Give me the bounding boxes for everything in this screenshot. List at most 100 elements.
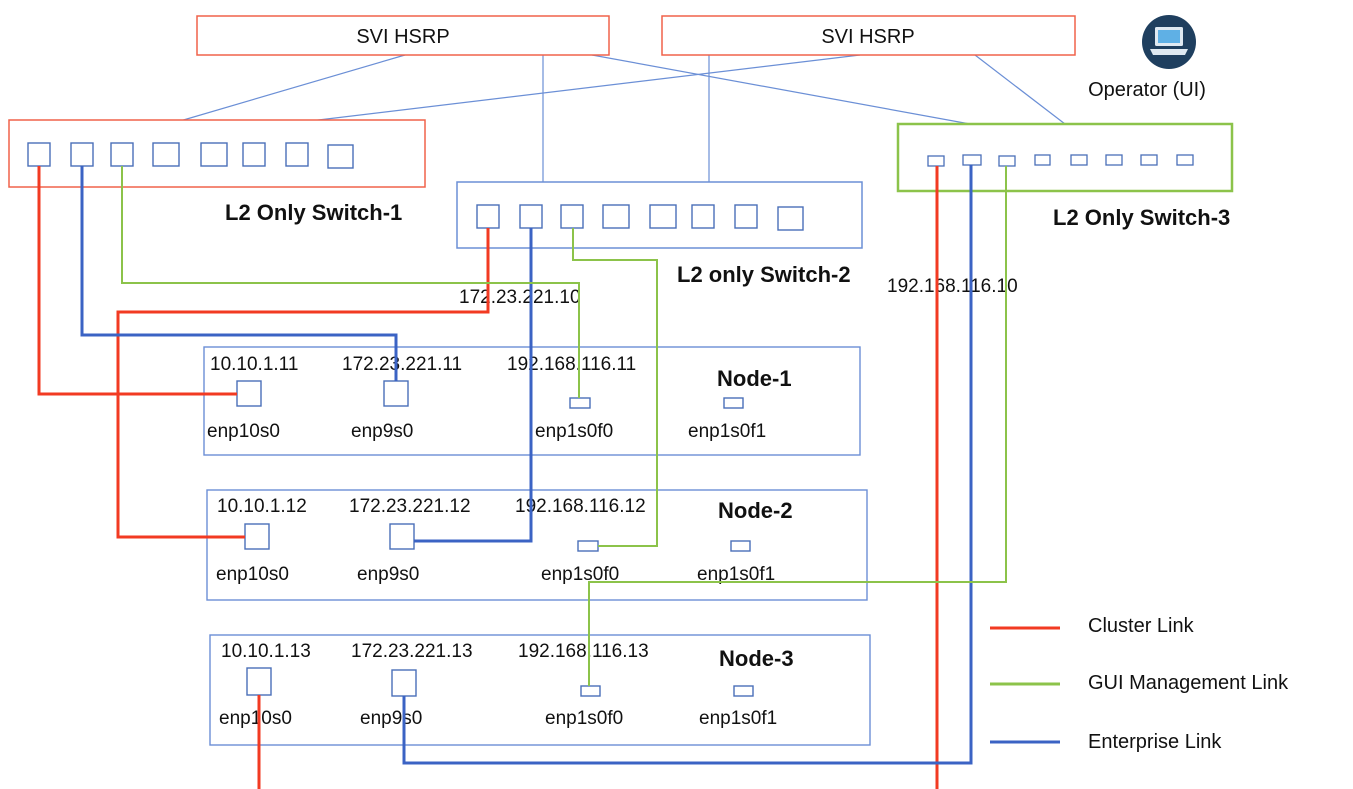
switch-2-ip: 172.23.221.10 [459,287,581,308]
switch-2-label: L2 only Switch-2 [677,262,851,287]
legend-label: Cluster Link [1088,615,1195,637]
node-port-label: enp1s0f0 [545,708,623,729]
node-ip-gui: 192.168.116.11 [507,354,636,375]
switch-2: L2 only Switch-2 172.23.221.10 [456,181,863,308]
switch-1: L2 Only Switch-1 [8,119,426,225]
switch-port [327,144,354,169]
node-1-ports [236,380,744,409]
node-ip-enterprise: 172.23.221.11 [342,354,462,375]
node-3-ports [246,667,754,697]
switch-port [691,204,715,229]
switch-port [560,204,584,229]
switch-1-ports [27,142,354,169]
node-port-label: enp1s0f1 [697,564,775,585]
node-ip-cluster: 10.10.1.12 [217,496,307,517]
node-ip-gui: 192.168.116.12 [515,496,646,517]
node-port-label: enp1s0f0 [535,421,613,442]
node-name: Node-1 [717,366,792,391]
uplink-hsrp1-switch1 [179,54,406,122]
node-port [246,667,272,696]
switch-2-ports [476,204,804,231]
node-port [580,685,601,697]
switch-port [1070,154,1088,166]
legend-item-enterprise: Enterprise Link [990,731,1222,753]
switch-port [1105,154,1123,166]
node-port-label: enp9s0 [351,421,413,442]
legend-label: Enterprise Link [1088,731,1222,753]
enterprise-link-node2 [414,228,533,543]
node-port-label: enp1s0f0 [541,564,619,585]
legend-item-cluster: Cluster Link [990,615,1195,637]
switch-port [27,142,51,167]
switch-3-ports [927,154,1194,167]
hsrp-uplinks [179,54,1066,182]
switch-3-label: L2 Only Switch-3 [1053,205,1230,230]
switch-port [1034,154,1051,166]
node-ip-cluster: 10.10.1.13 [221,641,311,662]
node-port [383,380,409,407]
svi-hsrp-label: SVI HSRP [356,26,449,48]
enterprise-link-node1 [80,166,398,381]
node-ip-enterprise: 172.23.221.13 [351,641,473,662]
switch-port [519,204,543,229]
node-name: Node-3 [719,646,794,671]
uplink-hsrp2-switch1 [309,54,861,122]
node-port-label: enp1s0f1 [688,421,766,442]
switch-port [200,142,228,167]
switch-port [285,142,309,167]
switch-port [242,142,266,167]
switch-3: L2 Only Switch-3 192.168.116.10 [887,122,1234,297]
node-port [389,523,415,550]
node-port [577,540,599,552]
gui-link-node1 [121,166,580,398]
svi-hsrp-label: SVI HSRP [821,26,914,48]
switch-port [70,142,94,167]
node-port [733,685,754,697]
gui-link-node2 [572,228,658,547]
node-port [391,669,417,697]
switch-port [927,155,945,167]
node-port [236,380,262,407]
enterprise-links [80,165,973,765]
svi-hsrp-1: SVI HSRP [196,15,610,56]
node-port-label: enp10s0 [207,421,280,442]
legend-item-gui: GUI Management Link [990,672,1289,694]
switch-port [734,204,758,229]
legend: Cluster Link GUI Management Link Enterpr… [990,615,1289,753]
operator-label: Operator (UI) [1088,79,1206,101]
switch-port [962,154,982,166]
switch-port [152,142,180,167]
node-ip-cluster: 10.10.1.11 [210,354,298,375]
laptop-icon [1142,15,1196,69]
switch-port [1176,154,1194,166]
node-port [569,397,591,409]
enterprise-link-node3 [402,165,973,765]
node-port-label: enp9s0 [360,708,422,729]
node-3: 10.10.1.13 172.23.221.13 192.168.116.13 … [209,634,871,746]
switch-3-box [896,122,1234,193]
switch-port [110,142,134,167]
switch-1-label: L2 Only Switch-1 [225,200,402,225]
switch-port [777,206,804,231]
node-port-label: enp1s0f1 [699,708,777,729]
switch-port [1140,154,1158,166]
svi-hsrp-box [196,15,610,56]
gui-links [121,166,1007,686]
node-port [730,540,751,552]
uplink-hsrp1-switch3 [591,54,971,125]
switch-port [602,204,630,229]
node-port [244,523,270,550]
switch-port [476,204,500,229]
cluster-link-node1 [37,166,237,396]
node-name: Node-2 [718,498,793,523]
switch-3-ip: 192.168.116.10 [887,276,1018,297]
uplink-hsrp2-switch3 [974,54,1066,125]
node-port-label: enp10s0 [216,564,289,585]
node-3-box [209,634,871,746]
node-port-label: enp9s0 [357,564,419,585]
node-ip-enterprise: 172.23.221.12 [349,496,471,517]
node-port [723,397,744,409]
switch-port [649,204,677,229]
